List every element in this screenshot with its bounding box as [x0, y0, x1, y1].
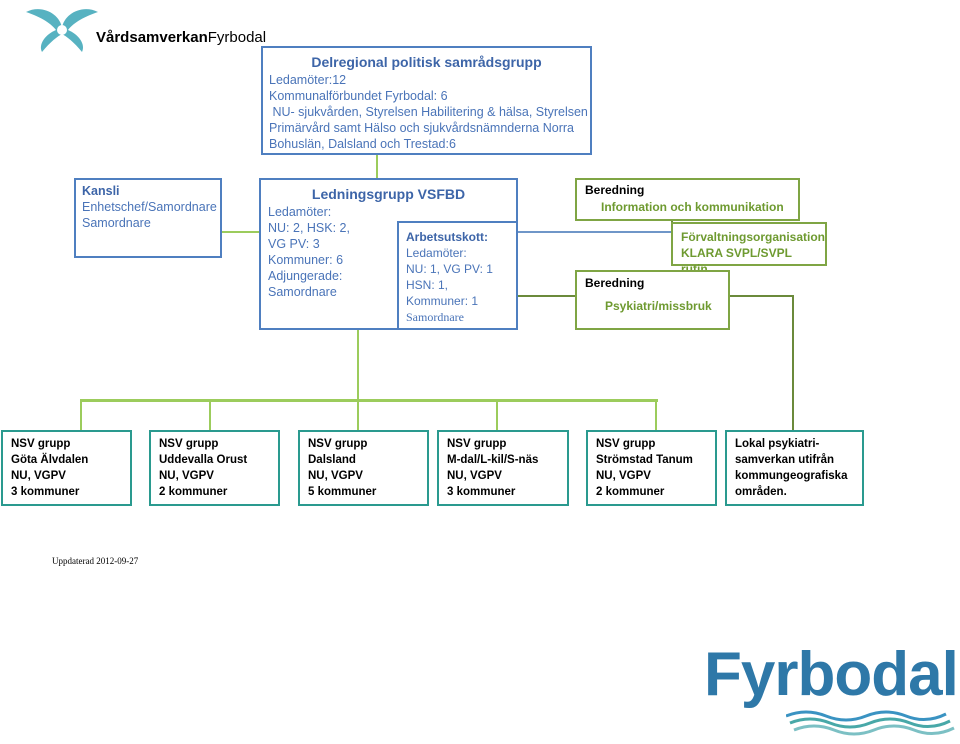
nsv-line: 5 kommuner: [308, 486, 377, 498]
connector-nsv-3: [357, 400, 359, 431]
delregional-title: Delregional politisk samrådsgrupp: [311, 54, 542, 70]
arbetsutskott-line: HSN: 1,: [406, 278, 449, 292]
nsv-box-stromstad-tanum: NSV grupp Strömstad Tanum NU, VGPV 2 kom…: [586, 430, 717, 506]
nsv-line: NSV grupp: [11, 438, 71, 450]
updated-date: Uppdaterad 2012-09-27: [52, 556, 139, 566]
connector-lokal-down: [792, 295, 794, 431]
header-logo: VårdsamverkanFyrbodal: [22, 4, 292, 56]
nsv-box-uddevalla-orust: NSV grupp Uddevalla Orust NU, VGPV 2 kom…: [149, 430, 280, 506]
nsv-line: 2 kommuner: [596, 486, 665, 498]
ledningsgrupp-line: Ledamöter:: [268, 205, 332, 219]
delregional-line: NU- sjukvården, Styrelsen Habilitering &…: [269, 105, 588, 119]
beredning-info-title: Beredning: [585, 183, 645, 197]
fyrbodal-logo: Fyrbodal: [700, 640, 959, 740]
lokal-psykiatri-box: Lokal psykiatri- samverkan utifrån kommu…: [725, 430, 864, 506]
logo-text-bold: Vårdsamverkan: [96, 29, 208, 46]
connector-nsv-1: [80, 400, 82, 431]
nsv-line: Strömstad Tanum: [596, 454, 693, 466]
wave-icon: [786, 710, 955, 736]
arbetsutskott-line: Ledamöter:: [406, 246, 467, 260]
ledningsgrupp-title: Ledningsgrupp VSFBD: [311, 186, 466, 202]
fyrbodal-logo-text: Fyrbodal: [704, 640, 959, 709]
connector-delregional-ledning: [376, 155, 378, 179]
nsv-line: NSV grupp: [308, 438, 368, 450]
arbetsutskott-line: Samordnare: [406, 310, 464, 324]
connector-nsv-bus: [80, 399, 658, 402]
vardsamverkan-logo-icon: [26, 9, 98, 53]
lokal-line: Lokal psykiatri-: [735, 438, 820, 450]
ledningsgrupp-line: Samordnare: [268, 285, 337, 299]
beredning-psykiatri-title: Beredning: [585, 276, 645, 290]
beredning-info-box: Beredning Information och kommunikation: [575, 178, 800, 221]
delregional-line: Ledamöter:12: [269, 73, 347, 87]
kansli-line: Samordnare: [82, 216, 151, 230]
forvaltning-line: Förvaltningsorganisation: [681, 230, 826, 244]
kansli-title: Kansli: [82, 184, 120, 198]
nsv-box-mdal: NSV grupp M-dal/L-kil/S-näs NU, VGPV 3 k…: [437, 430, 569, 506]
nsv-line: NSV grupp: [447, 438, 507, 450]
connector-kansli-ledning: [221, 231, 261, 233]
nsv-line: Uddevalla Orust: [159, 454, 248, 466]
ledningsgrupp-line: NU: 2, HSK: 2,: [268, 221, 350, 235]
arbetsutskott-box: Arbetsutskott: Ledamöter: NU: 1, VG PV: …: [397, 221, 518, 330]
kansli-box: Kansli Enhetschef/Samordnare Samordnare: [74, 178, 222, 258]
nsv-line: NSV grupp: [159, 438, 219, 450]
connector-nsv-4: [496, 400, 498, 431]
arbetsutskott-line: Kommuner: 1: [406, 294, 479, 308]
nsv-line: NSV grupp: [596, 438, 656, 450]
connector-nsv-5: [655, 400, 657, 431]
nsv-line: 3 kommuner: [11, 486, 80, 498]
delregional-line: Primärvård samt Hälso och sjukvårdsnämnd…: [269, 121, 574, 135]
nsv-line: NU, VGPV: [159, 470, 214, 482]
lokal-line: kommungeografiska: [735, 470, 848, 482]
kansli-line: Enhetschef/Samordnare: [82, 200, 217, 214]
connector-ledning-beredning: [516, 231, 672, 233]
connector-arbetsutskott-beredning2: [516, 295, 577, 297]
nsv-line: NU, VGPV: [11, 470, 66, 482]
connector-ledning-down: [357, 328, 359, 400]
forvaltning-box: Förvaltningsorganisation KLARA SVPL/SVPL…: [671, 222, 827, 276]
nsv-line: 2 kommuner: [159, 486, 228, 498]
lokal-line: områden.: [735, 486, 787, 498]
ledningsgrupp-line: Kommuner: 6: [268, 253, 344, 267]
connector-nsv-2: [209, 400, 211, 431]
beredning-psykiatri-box: Beredning Psykiatri/missbruk: [575, 270, 730, 330]
nsv-line: Göta Älvdalen: [11, 454, 89, 466]
nsv-box-dalsland: NSV grupp Dalsland NU, VGPV 5 kommuner: [298, 430, 429, 506]
logo-text: Fyrbodal: [207, 29, 267, 46]
ledningsgrupp-line: Adjungerade:: [268, 269, 343, 283]
connector-beredning2-right: [729, 295, 794, 297]
arbetsutskott-line: NU: 1, VG PV: 1: [406, 262, 493, 276]
delregional-line: Kommunalförbundet Fyrbodal: 6: [269, 89, 448, 103]
nsv-line: M-dal/L-kil/S-näs: [447, 454, 539, 466]
nsv-line: Dalsland: [308, 454, 356, 466]
nsv-line: NU, VGPV: [447, 470, 502, 482]
delregional-line: Bohuslän, Dalsland och Trestad:6: [269, 137, 456, 151]
lokal-line: samverkan utifrån: [735, 454, 835, 466]
nsv-line: 3 kommuner: [447, 486, 516, 498]
beredning-info-subtitle: Information och kommunikation: [601, 200, 784, 214]
arbetsutskott-title: Arbetsutskott:: [406, 230, 489, 244]
beredning-psykiatri-subtitle: Psykiatri/missbruk: [605, 299, 712, 313]
delregional-box: Delregional politisk samrådsgrupp Ledamö…: [261, 46, 592, 155]
nsv-box-gota-alvdalen: NSV grupp Göta Älvdalen NU, VGPV 3 kommu…: [1, 430, 132, 506]
nsv-line: NU, VGPV: [596, 470, 651, 482]
ledningsgrupp-line: VG PV: 3: [268, 237, 320, 251]
nsv-line: NU, VGPV: [308, 470, 363, 482]
